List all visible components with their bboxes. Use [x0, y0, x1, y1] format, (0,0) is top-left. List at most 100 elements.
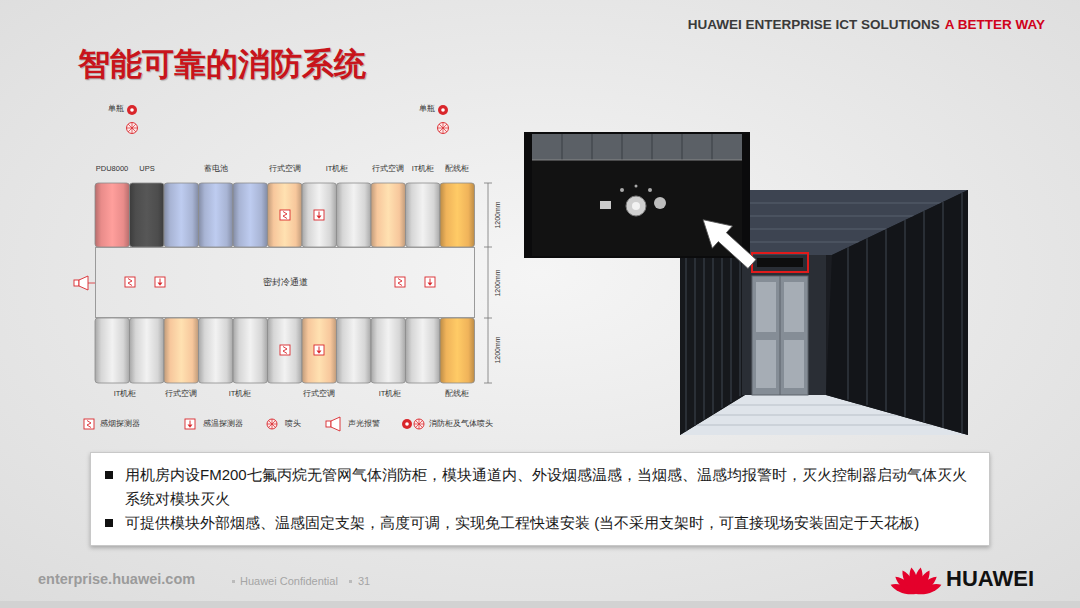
cold-aisle-band: 密封冷通道: [95, 247, 475, 318]
symbol-ring: [267, 419, 277, 429]
rack-edge: [847, 247, 848, 399]
alarm-lead: [88, 283, 95, 284]
symbol-arrowhead: [317, 216, 322, 219]
cabinet-disc: [402, 419, 412, 429]
dimension-lines: [484, 183, 492, 383]
heat-detector-symbol: [314, 345, 324, 355]
symbol-frame: [395, 277, 405, 287]
symbol-spoke: [268, 420, 275, 427]
symbol-zigzag: [398, 279, 402, 286]
glass-frame: [562, 134, 563, 160]
alarm-body: [326, 421, 331, 427]
dimension-tick: [484, 383, 492, 384]
cabinet-dot: [441, 108, 445, 112]
glass-frame: [652, 134, 653, 160]
symbol-frame: [425, 277, 435, 287]
symbol-zigzag: [128, 279, 132, 286]
cabinet: [440, 183, 475, 247]
heat-detector-symbol: [314, 210, 324, 220]
symbol-arrowhead: [317, 351, 322, 354]
aisle-photo: [680, 190, 968, 435]
header-text: HUAWEI ENTERPRISE ICT SOLUTIONS: [688, 17, 940, 33]
floor-tile-line: [696, 425, 932, 426]
mount-screw: [648, 188, 652, 192]
bottle-label: 单瓶: [108, 104, 124, 113]
symbol-ring: [127, 123, 138, 134]
sprinkler-symbol: [267, 419, 277, 429]
band-text-holder: 密封冷通道: [263, 277, 308, 288]
cabinet-label: UPS: [139, 164, 154, 173]
band-label: 密封冷通道: [263, 277, 308, 288]
smoke-detector-symbol: [395, 277, 405, 287]
symbol-stem: [319, 347, 320, 351]
cabinet-label: PDU8000: [96, 164, 129, 173]
bullet-text: 可提供模块外部烟感、温感固定支架，高度可调，实现免工程快速安装 (当不采用支架时…: [125, 511, 973, 535]
glass-frame: [682, 134, 683, 160]
aisle-back-wall: [742, 255, 826, 395]
cabinet-label: 蓄电池: [204, 164, 228, 173]
footer-separator: [349, 580, 352, 583]
symbol-frame: [280, 345, 290, 355]
symbol-zigzag: [87, 421, 91, 428]
cabinet-label: IT机柜: [114, 389, 137, 398]
rack-edge: [923, 211, 924, 422]
cabinet-label: IT机柜: [412, 164, 435, 173]
detector-part: [600, 201, 611, 209]
cabinet: [199, 318, 234, 383]
symbol-arrowhead: [158, 283, 163, 286]
bottom-cabinet-row: [95, 318, 475, 383]
symbol-spoke: [128, 124, 136, 132]
cabinet: [233, 183, 268, 247]
legend-text: 喷头: [285, 419, 301, 429]
dimension-label: 1200mm: [494, 201, 502, 228]
dimension-label: 1200mm: [494, 269, 502, 296]
heat-detector-symbol: [425, 277, 435, 287]
text-panel: 用机房内设FM200七氟丙烷无管网气体消防柜，模块通道内、外设烟感温感，当烟感、…: [90, 452, 990, 546]
symbol-frame: [185, 419, 195, 429]
bullet-item: 用机房内设FM200七氟丙烷无管网气体消防柜，模块通道内、外设烟感温感，当烟感、…: [125, 463, 973, 511]
top-cabinet-row: [95, 183, 475, 247]
cabinet-label: 行式空调: [303, 389, 335, 398]
footer-confidential: Huawei Confidential: [240, 575, 338, 588]
floor-tile-line: [713, 415, 898, 416]
symbol-frame: [314, 345, 324, 355]
ceiling-device: [757, 258, 803, 267]
bullet-item: 可提供模块外部烟感、温感固定支架，高度可调，实现免工程快速安装 (当不采用支架时…: [125, 511, 973, 535]
symbol-frame: [125, 277, 135, 287]
smoke-detector-symbol: [280, 345, 290, 355]
photo-illustration: [524, 132, 968, 435]
glass-frame: [622, 134, 623, 160]
cabinet: [130, 318, 165, 383]
cabinet-label: IT机柜: [326, 164, 349, 173]
cabinet-label: IT机柜: [229, 389, 252, 398]
huawei-logo-mark: [889, 567, 942, 598]
legend-text: 感烟探测器: [100, 419, 140, 429]
cabinet-disc: [438, 105, 448, 115]
symbol-frame: [155, 277, 165, 287]
logo-text: HUAWEI: [946, 566, 1034, 592]
glass-frame: [712, 134, 713, 160]
door-panel: [756, 282, 776, 332]
sprinkler-symbol: [127, 123, 138, 134]
legend-text: 消防柜及气体喷头: [429, 419, 493, 429]
alarm-horn: [331, 417, 340, 431]
glass-frame: [592, 134, 593, 160]
cabinet: [371, 318, 406, 383]
bullet-square: [105, 519, 113, 527]
bullet-square: [105, 471, 113, 479]
smoke-detector-symbol: [280, 210, 290, 220]
floor-tile-line: [729, 405, 862, 406]
rack-edge: [885, 229, 886, 411]
symbol-frame: [280, 210, 290, 220]
legend-text: 感温探测器: [203, 419, 243, 429]
heat-detector-symbol: [155, 277, 165, 287]
footer-url: enterprise.huawei.com: [38, 571, 195, 588]
header-slogan: A BETTER WAY: [945, 17, 1045, 33]
footer-separator: [232, 580, 235, 583]
dimension-line: [488, 183, 489, 383]
detector-head: [626, 196, 646, 216]
symbol-ring: [438, 123, 449, 134]
rack-edge: [866, 238, 867, 405]
cabinet: [268, 318, 303, 383]
fire-cabinet-symbol: [438, 105, 448, 115]
